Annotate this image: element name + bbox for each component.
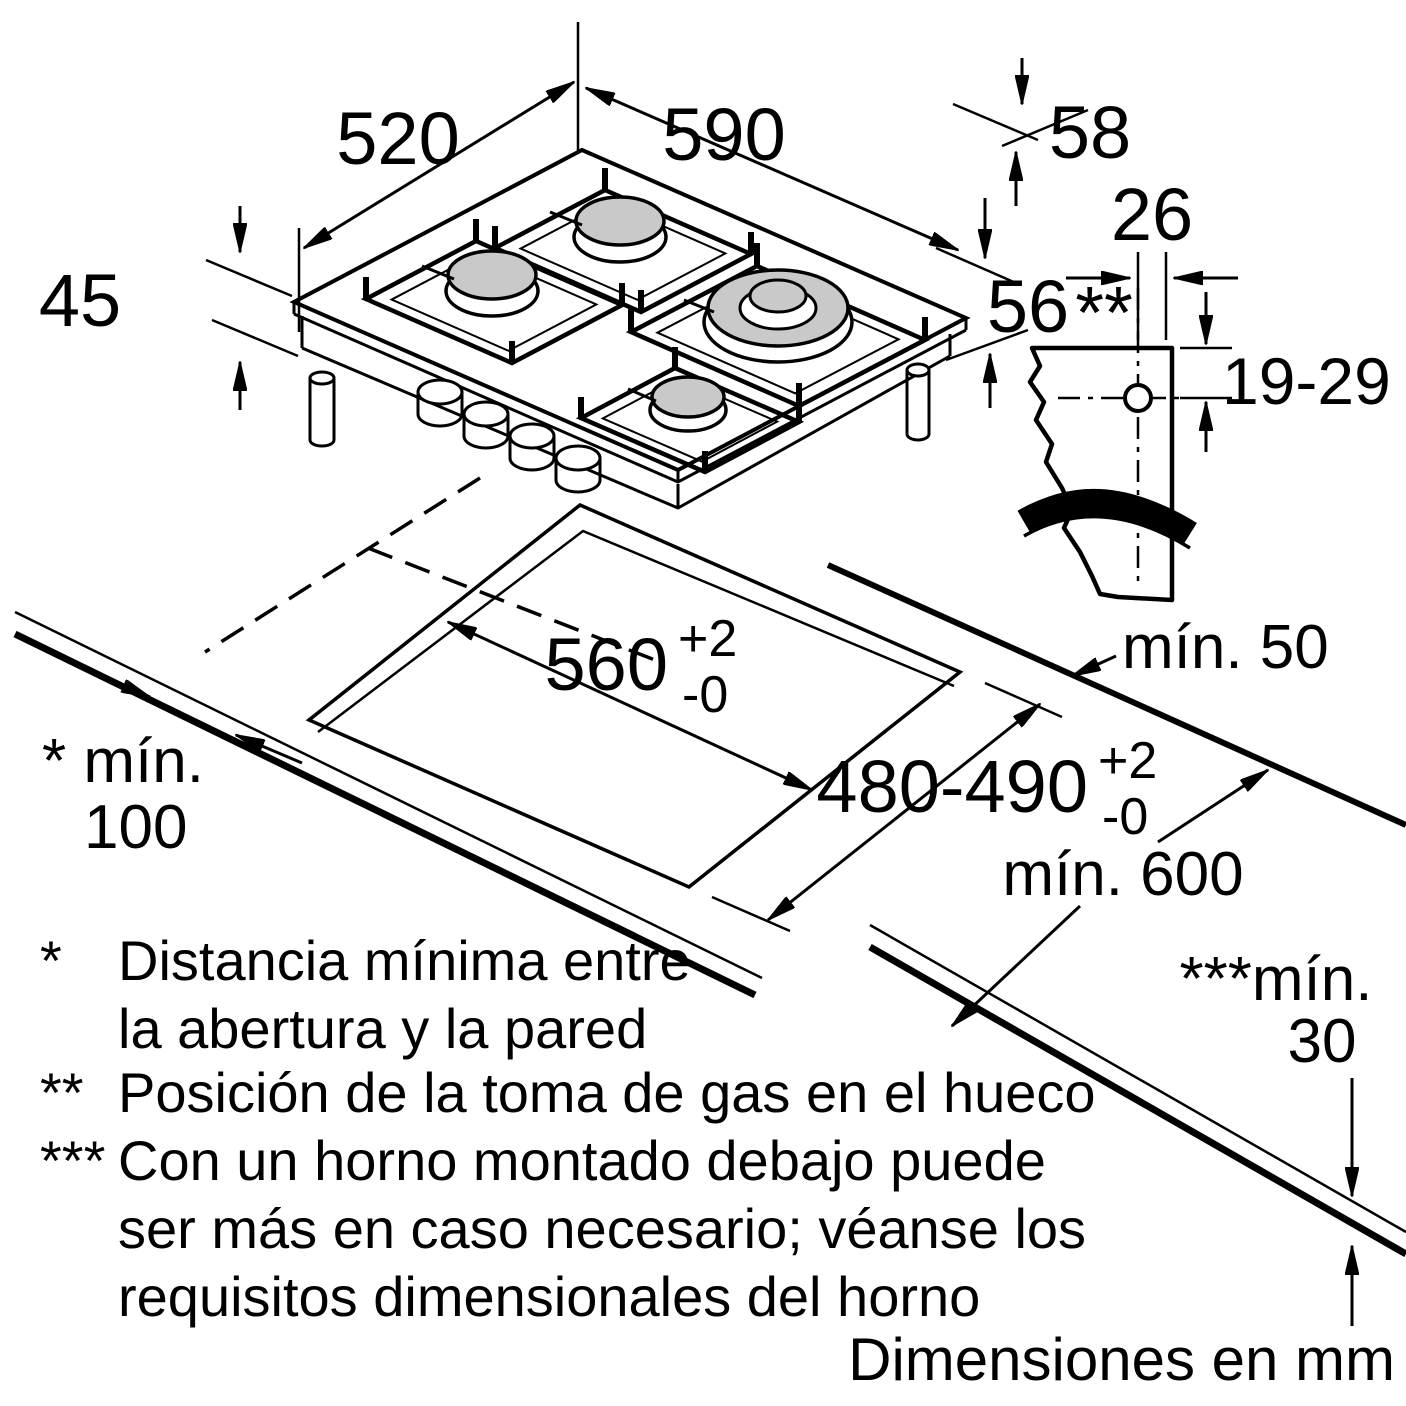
leader-min50 — [1072, 654, 1117, 678]
hob-dimensions — [205, 22, 1089, 410]
dim-line-520 — [304, 80, 574, 250]
clearance-wall-value: 100 — [84, 793, 187, 862]
clearance-oven-label: ***mín. — [1180, 945, 1373, 1014]
dim-480-tol-minus: -0 — [1102, 788, 1148, 846]
burner-front — [627, 375, 728, 433]
dim-58-label: 58 — [1049, 91, 1131, 174]
dim-560-tol-plus: +2 — [678, 610, 737, 668]
ext-480-top — [984, 681, 1063, 719]
dim-45-label: 45 — [39, 259, 121, 342]
knob-2 — [462, 400, 510, 450]
dim-56-tick — [945, 328, 1029, 362]
dim-560-label: 560 — [545, 623, 668, 706]
clearance-depth-label: mín. 600 — [1002, 840, 1243, 909]
cutout-outline — [305, 502, 964, 890]
pan-support-front — [575, 347, 805, 475]
knob-1 — [416, 378, 464, 428]
hob-foot-right — [905, 362, 931, 442]
footnote-3-line-2: ser más en caso necesario; véanse los — [118, 1197, 1086, 1260]
footnote-1-marker: * — [40, 929, 62, 992]
footnotes: * Distancia mínima entre la abertura y l… — [40, 929, 1096, 1328]
counter-back-edge — [826, 562, 1406, 828]
dim-56-label: 56 — [987, 265, 1069, 348]
leader-min100-right — [236, 733, 303, 765]
dim-590-label: 590 — [662, 93, 785, 176]
gas-connection-detail — [1017, 252, 1238, 603]
gas-connection-hole — [1123, 383, 1153, 413]
footnote-2-line-1: Posición de la toma de gas en el hueco — [118, 1061, 1096, 1124]
burner-wok — [683, 268, 854, 364]
dim-45-tick-bottom — [211, 318, 299, 358]
footnote-3-line-3: requisitos dimensionales del horno — [118, 1265, 980, 1328]
dim-520-label: 520 — [336, 97, 459, 180]
leader-min600-up — [1157, 768, 1268, 844]
leader-min600-down — [952, 904, 1082, 1026]
clearance-rear-label: mín. 50 — [1122, 613, 1329, 682]
leader-min100-left — [85, 668, 150, 699]
dim-line-560 — [448, 620, 812, 792]
footnote-1-line-2: la abertura y la pared — [118, 997, 647, 1060]
dim-480-tol-plus: +2 — [1098, 732, 1157, 790]
counter-front-edge-thick — [868, 943, 1406, 1258]
counter-front-edge-thin — [869, 923, 1406, 1234]
break-gap — [1017, 489, 1197, 546]
cutout-inner-edge — [317, 529, 955, 733]
knob-4 — [554, 444, 602, 494]
ext-line-590 — [935, 246, 1017, 285]
dim-480-490-label: 480-490 — [816, 745, 1088, 828]
break-line-bottom — [1023, 514, 1191, 550]
footnote-3-line-1: Con un horno montado debajo puede — [118, 1129, 1046, 1192]
dim-19-29-label: 19-29 — [1222, 344, 1391, 418]
footnote-3-marker: *** — [40, 1129, 105, 1192]
units-note: Dimensiones en mm — [848, 1326, 1395, 1393]
gas-position-marker: ** — [1075, 271, 1133, 354]
clearance-oven-value: 30 — [1288, 1007, 1357, 1076]
break-line-top — [1023, 488, 1191, 524]
dim-58-tick-a — [952, 102, 1039, 142]
dimension-labels: 520 590 58 45 56 26 ** 19-29 560 +2 -0 4… — [39, 91, 1391, 1076]
burner-left — [421, 249, 540, 318]
dim-line-590 — [586, 86, 958, 252]
clearance-wall-label: * mín. — [42, 727, 204, 796]
hob-foot-left — [308, 370, 336, 448]
dim-560-tol-minus: -0 — [682, 666, 728, 724]
dim-58-tick-b — [1001, 108, 1089, 148]
dim-26-label: 26 — [1111, 173, 1193, 256]
cutout-dimensions — [85, 620, 1352, 1326]
hob-knobs — [416, 378, 602, 494]
ext-480-bottom — [711, 895, 791, 933]
knob-3 — [508, 422, 556, 472]
wall-edge-thin — [14, 610, 763, 980]
dim-45-tick-top — [205, 258, 293, 298]
footnote-1-line-1: Distancia mínima entre — [118, 929, 691, 992]
dim-line-480 — [768, 702, 1040, 922]
footprint-dashed-left — [204, 476, 481, 654]
footnote-2-marker: ** — [40, 1061, 84, 1124]
